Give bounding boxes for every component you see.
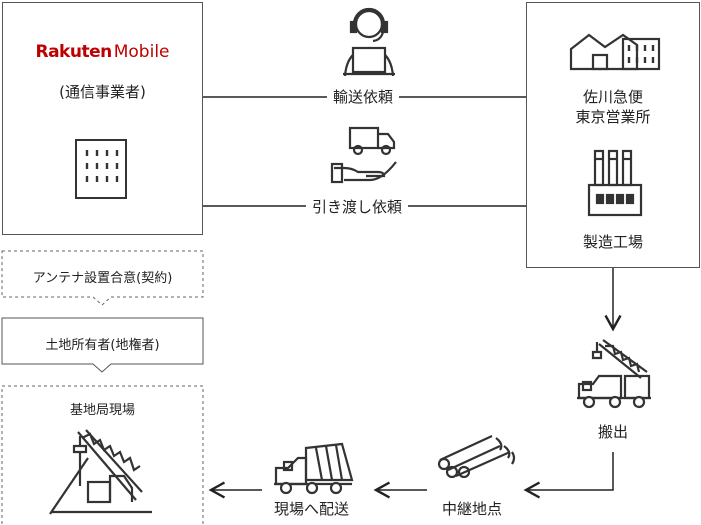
site-frame xyxy=(1,385,204,524)
carrier-name: 佐川急便 xyxy=(582,88,643,106)
hand-truck-icon xyxy=(330,126,397,184)
crane-truck-icon xyxy=(49,429,152,515)
warehouse-icon xyxy=(569,33,661,71)
factory-icon xyxy=(587,149,643,217)
agreement-note: アンテナ設置合意(契約) xyxy=(32,271,173,286)
pipe-bundle-icon xyxy=(437,435,516,478)
dump-truck-icon xyxy=(274,442,354,495)
carrier-factory-box: 佐川急便 東京営業所 製造工場 xyxy=(526,2,700,268)
landowner-label: 土地所有者(地権者) xyxy=(45,338,160,353)
agreement-note-shape xyxy=(1,250,204,306)
factory-label: 製造工場 xyxy=(582,233,643,251)
deliver-to-site-label: 現場へ配送 xyxy=(268,498,356,519)
to-relay-arrow xyxy=(523,452,614,499)
handover-request-label: 引き渡し依頼 xyxy=(306,196,409,217)
operator-role: (通信事業者) xyxy=(59,83,146,101)
relay-point-label: 中継地点 xyxy=(436,498,509,519)
carrier-branch: 東京営業所 xyxy=(575,108,651,126)
site-label: 基地局現場 xyxy=(69,403,135,418)
brand-sub: Mobile xyxy=(113,42,170,62)
carry-out-label: 搬出 xyxy=(583,421,643,442)
transport-request-label: 輸送依頼 xyxy=(327,86,400,107)
operator-headset-icon xyxy=(343,7,395,76)
landowner-shape xyxy=(1,317,204,373)
office-building-icon xyxy=(75,139,127,199)
crane-vehicle-icon xyxy=(577,339,651,409)
brand-main: Rakuten xyxy=(35,42,113,62)
